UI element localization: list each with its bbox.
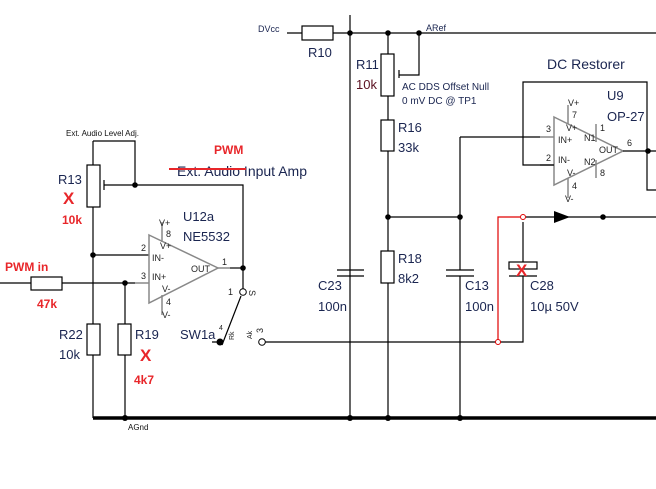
resistor-r22 (86, 323, 101, 356)
u12a-pin-in-plus: IN+ (152, 272, 166, 282)
struck-text: Ext. Audio (177, 163, 240, 179)
part-u12a: NE5532 (183, 229, 230, 244)
label-r22: R22 (59, 327, 83, 342)
u12a-pin-in-minus: IN- (152, 253, 164, 263)
removed-mark-r19: X (140, 346, 152, 365)
resistor-r16 (380, 119, 395, 152)
u9-pin-out: OUT (599, 145, 619, 155)
value-r22: 10k (59, 347, 80, 362)
title-input-amp: Ext. Audio Input Amp (177, 163, 307, 179)
capacitor-c28 (508, 261, 538, 270)
u9-pin-n2: N2 (584, 157, 596, 167)
title-dc-restorer: DC Restorer (547, 56, 625, 72)
label-r19: R19 (135, 327, 159, 342)
u9-pin-8: 8 (600, 168, 605, 178)
label-c23: C23 (318, 278, 342, 293)
switch-terminal-3 (258, 338, 266, 346)
u12a-pin-vplus-inner: V+ (160, 241, 171, 251)
value-r18: 8k2 (398, 271, 419, 286)
signal-arrow-icon (554, 211, 570, 223)
label-r13: R13 (58, 172, 82, 187)
removed-mark-r13: X (63, 189, 75, 208)
switch-terminal-s (239, 288, 247, 296)
opamp-u9 (522, 81, 656, 198)
label-r10: R10 (308, 45, 332, 60)
resistor-r18 (380, 250, 395, 284)
u12a-pin-vminus: V- (162, 310, 171, 320)
removed-mark-c28: X (516, 261, 528, 280)
value-input-resistor: 47k (37, 297, 57, 311)
u9-pin-vminus-inner: V- (567, 168, 576, 178)
value-c13: 100n (465, 299, 494, 314)
u9-pin-n1: N1 (584, 133, 596, 143)
value-r11: 10k (356, 77, 377, 92)
value-r16: 33k (398, 140, 419, 155)
divider-column (337, 33, 540, 418)
label-u12a: U12a (183, 209, 215, 224)
resistor-r10 (301, 25, 334, 41)
value-r13: 10k (62, 213, 82, 227)
u9-pin-3: 3 (546, 124, 551, 134)
switch-pin-rk: Rk (229, 331, 236, 340)
label-r11: R11 (356, 57, 379, 72)
value-c23: 100n (318, 299, 347, 314)
u9-pin-4: 4 (572, 181, 577, 191)
resistor-r19 (117, 323, 132, 356)
switch-pin-ak: Ak (247, 330, 254, 339)
u12a-pin-8: 8 (166, 229, 171, 239)
switch-pin-1: 1 (228, 287, 233, 297)
label-level-adj: Ext. Audio Level Adj. (66, 129, 139, 138)
u9-pin-1: 1 (600, 123, 605, 133)
switch-pin-4: 4 (219, 325, 223, 332)
label-sw1a: SW1a (180, 327, 216, 342)
note-tp1: 0 mV DC @ TP1 (402, 96, 477, 107)
label-pwm-in: PWM in (5, 260, 48, 274)
switch-sw1a[interactable] (216, 338, 224, 346)
u9-pin-vminus: V- (565, 194, 574, 204)
u9-pin-in-minus: IN- (558, 155, 570, 165)
u9-pin-2: 2 (546, 153, 551, 163)
u9-pin-vplus: V+ (568, 98, 579, 108)
switch-pin-3: 3 (255, 328, 265, 333)
label-u9: U9 (607, 88, 624, 103)
u12a-pin-4: 4 (166, 297, 171, 307)
resistor-input-47k (30, 276, 63, 291)
u12a-pin-vminus-inner: V- (162, 284, 171, 294)
label-dvcc: DVcc (258, 24, 280, 34)
label-r16: R16 (398, 120, 422, 135)
note-offset-null: AC DDS Offset Null (402, 82, 489, 93)
label-c28: C28 (530, 278, 554, 293)
value-c28: 10µ 50V (530, 299, 579, 314)
potentiometer-r11 (380, 53, 395, 97)
top-rail (287, 15, 656, 418)
u12a-pin-2: 2 (141, 243, 146, 253)
input-amp (0, 140, 266, 418)
u9-pin-vplus-inner: V+ (566, 123, 577, 133)
u12a-pin-1: 1 (222, 257, 227, 267)
u12a-pin-vplus: V+ (159, 218, 170, 228)
label-aref: ARef (426, 23, 447, 33)
u9-pin-6: 6 (627, 138, 632, 148)
label-pwm: PWM (214, 143, 243, 157)
c28-branch (265, 211, 656, 345)
u9-pin-in-plus: IN+ (558, 135, 572, 145)
potentiometer-r13 (86, 164, 101, 208)
u12a-pin-out: OUT (191, 264, 211, 274)
u9-pin-7: 7 (572, 110, 577, 120)
switch-pin-s: S (247, 290, 257, 296)
capacitor-c23 (337, 269, 364, 277)
label-agnd: AGnd (128, 423, 148, 432)
ground-junctions (122, 415, 463, 421)
title-rest: Input Amp (240, 163, 307, 179)
capacitor-c13 (446, 269, 474, 277)
part-u9: OP-27 (607, 109, 645, 124)
label-r18: R18 (398, 251, 422, 266)
value-r19: 4k7 (134, 373, 154, 387)
u12a-pin-3: 3 (141, 271, 146, 281)
label-c13: C13 (465, 278, 489, 293)
